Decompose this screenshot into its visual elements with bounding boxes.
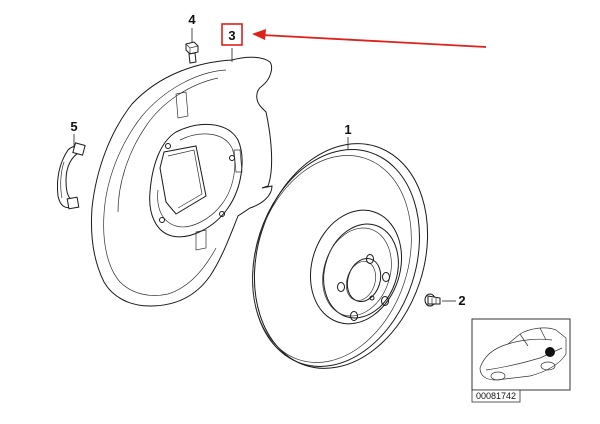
callout-3[interactable]: 3 xyxy=(228,28,235,43)
brake-disc[interactable] xyxy=(226,121,456,391)
highlight-box xyxy=(221,23,243,46)
reference-number: 00081742 xyxy=(476,391,516,401)
brake-backing-plate[interactable] xyxy=(91,56,273,307)
callout-labels: 1 2 3 4 5 xyxy=(70,12,465,308)
callout-5[interactable]: 5 xyxy=(70,119,77,134)
car-locator-icon xyxy=(471,318,571,391)
hex-bolt[interactable] xyxy=(185,41,199,64)
callout-2[interactable]: 2 xyxy=(458,293,465,308)
leader-lines xyxy=(73,28,456,302)
retaining-clip[interactable] xyxy=(57,142,86,210)
part-location-dot xyxy=(545,347,555,357)
red-arrow-icon xyxy=(252,29,487,48)
countersunk-screw[interactable] xyxy=(424,293,441,307)
callout-4[interactable]: 4 xyxy=(188,12,196,27)
callout-1[interactable]: 1 xyxy=(344,122,351,137)
